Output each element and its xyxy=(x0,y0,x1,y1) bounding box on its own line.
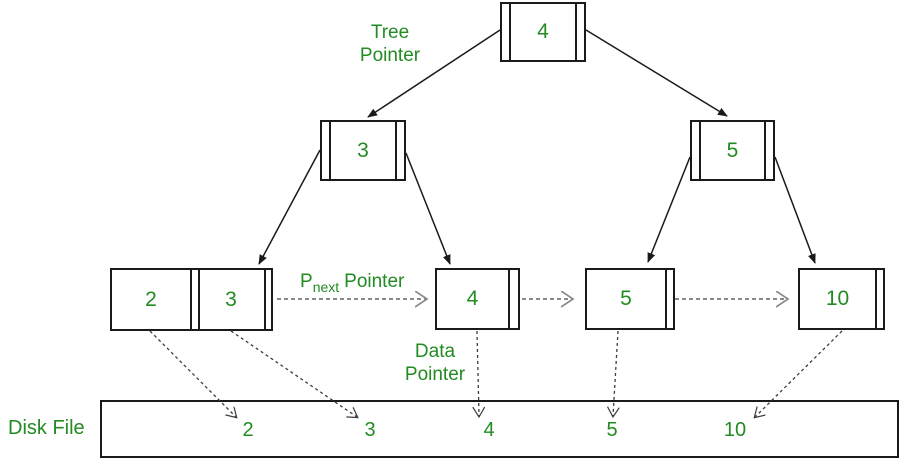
root-left-pointer-cell-divider xyxy=(509,4,511,60)
leaf-node-5: 5 xyxy=(585,268,675,330)
root-right-pointer-cell-divider xyxy=(575,4,577,60)
disk-value-5: 5 xyxy=(606,419,618,441)
leaf-5-pointer-divider xyxy=(665,270,667,328)
disk-value-2: 2 xyxy=(242,419,254,441)
pnext-p: P xyxy=(300,271,313,292)
leaf-value-2: 2 xyxy=(145,287,157,311)
pnext-subscript: next xyxy=(312,278,340,295)
internal-node-right: 5 xyxy=(690,120,775,181)
internal-right-divider-a xyxy=(699,122,701,179)
tree-pointer-left-to-leaf23 xyxy=(258,149,321,265)
internal-node-left-value: 3 xyxy=(357,138,369,162)
disk-value-4: 4 xyxy=(483,419,495,441)
leaf-node-10: 10 xyxy=(798,268,885,330)
leaf-10-pointer-divider xyxy=(875,270,877,328)
tree-pointer-right-to-leaf10 xyxy=(774,156,816,264)
leaf-2-3-divider-c xyxy=(264,270,266,329)
leaf-value-3: 3 xyxy=(225,287,237,311)
disk-file-box: 2 3 4 5 10 xyxy=(100,400,899,458)
disk-value-3: 3 xyxy=(364,419,376,441)
leaf-4-pointer-divider xyxy=(508,270,510,328)
pnext-rest: Pointer xyxy=(344,271,405,292)
internal-left-divider-b xyxy=(395,122,397,179)
disk-file-label: Disk File xyxy=(8,417,85,439)
data-pointer-label: Data Pointer xyxy=(404,341,466,385)
root-node: 4 xyxy=(500,2,586,62)
root-node-value: 4 xyxy=(537,20,549,43)
internal-right-divider-b xyxy=(764,122,766,179)
leaf-value-4: 4 xyxy=(466,287,479,310)
leaf-2-3-divider-a xyxy=(190,270,192,329)
leaf-value-5: 5 xyxy=(620,287,632,310)
internal-node-left: 3 xyxy=(320,120,406,181)
leaf-value-10: 10 xyxy=(825,287,850,310)
internal-left-divider-a xyxy=(329,122,331,179)
internal-node-right-value: 5 xyxy=(726,138,739,162)
tree-pointer-right-to-leaf5 xyxy=(647,156,691,263)
leaf-2-3-divider-b xyxy=(198,270,200,329)
disk-value-10: 10 xyxy=(723,419,747,441)
tree-pointer-label: Tree Pointer xyxy=(359,22,421,66)
leaf-node-4: 4 xyxy=(435,268,520,330)
tree-pointer-left-to-leaf4 xyxy=(405,152,451,265)
tree-pointer-root-to-right xyxy=(585,29,728,117)
leaf-node-2-3: 2 3 xyxy=(110,268,273,331)
